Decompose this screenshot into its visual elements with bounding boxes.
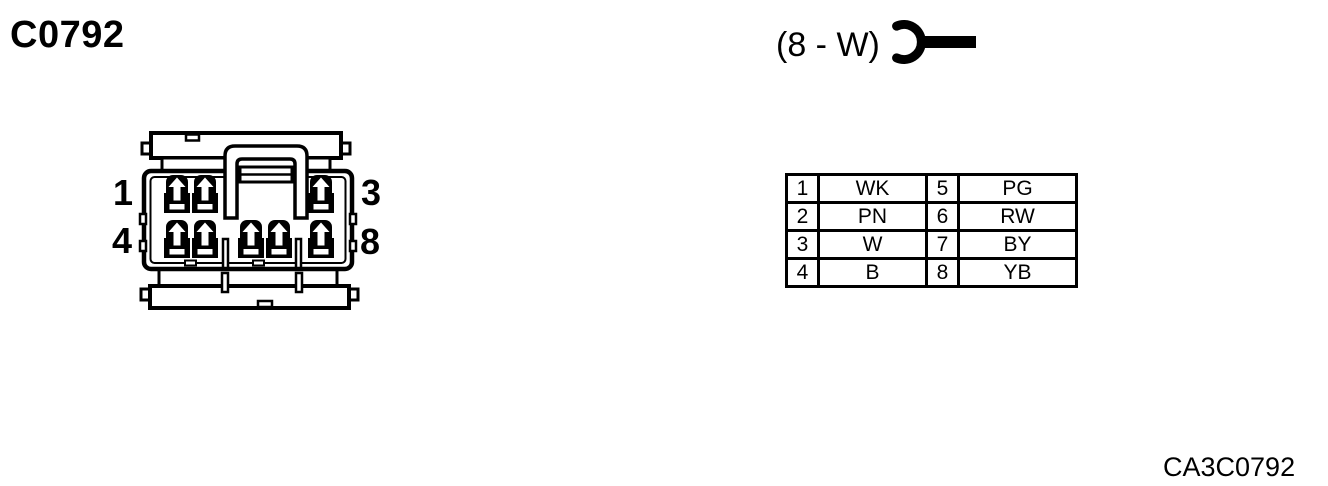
terminal-pin-4 bbox=[164, 220, 190, 258]
terminal-pin-5 bbox=[192, 220, 218, 258]
wire-color-cell: RW bbox=[957, 201, 1078, 232]
connector-face-diagram: 1 3 4 8 bbox=[112, 131, 381, 310]
table-row: 1 WK 5 PG bbox=[785, 173, 1078, 204]
cavity-divider bbox=[294, 237, 303, 270]
pin-number-cell: 2 bbox=[785, 201, 820, 232]
cavity-divider bbox=[221, 237, 230, 270]
page-title: C0792 bbox=[10, 14, 125, 56]
pin-label-top-right: 3 bbox=[361, 172, 381, 213]
wire-color-cell: PG bbox=[957, 173, 1078, 204]
terminal-pin-8 bbox=[308, 220, 334, 258]
terminal-pin-2 bbox=[192, 175, 218, 213]
pin-number-cell: 7 bbox=[925, 229, 960, 260]
connector-pin-count-label: (8 - W) bbox=[776, 26, 880, 64]
table-row: 3 W 7 BY bbox=[785, 229, 1078, 260]
pin-number-cell: 8 bbox=[925, 257, 960, 288]
pin-label-top-left: 1 bbox=[113, 172, 133, 213]
pin-number-cell: 5 bbox=[925, 173, 960, 204]
pin-label-bottom-left: 4 bbox=[112, 220, 132, 261]
figure-code: CA3C0792 bbox=[1163, 452, 1296, 482]
terminal-pin-3 bbox=[308, 175, 334, 213]
wire-color-cell: PN bbox=[817, 201, 928, 232]
female-harness-connector-icon bbox=[892, 20, 976, 64]
terminal-pin-6 bbox=[238, 220, 264, 258]
wire-color-cell: W bbox=[817, 229, 928, 260]
connector-bottom-flange bbox=[139, 267, 360, 310]
wire-color-cell: BY bbox=[957, 229, 1078, 260]
wire-color-cell: WK bbox=[817, 173, 928, 204]
pin-number-cell: 1 bbox=[785, 173, 820, 204]
connector-latch bbox=[223, 144, 309, 220]
terminal-pin-7 bbox=[266, 220, 292, 258]
table-row: 2 PN 6 RW bbox=[785, 201, 1078, 232]
wire-color-cell: YB bbox=[957, 257, 1078, 288]
terminal-pin-1 bbox=[164, 175, 190, 213]
wire-color-cell: B bbox=[817, 257, 928, 288]
pin-wire-table: 1 WK 5 PG 2 PN 6 RW 3 W 7 BY 4 B 8 YB bbox=[785, 173, 1078, 288]
pin-label-bottom-right: 8 bbox=[360, 221, 380, 262]
pin-wire-table-container: 1 WK 5 PG 2 PN 6 RW 3 W 7 BY 4 B 8 YB bbox=[785, 173, 1078, 288]
pin-number-cell: 6 bbox=[925, 201, 960, 232]
pin-number-cell: 3 bbox=[785, 229, 820, 260]
pin-number-cell: 4 bbox=[785, 257, 820, 288]
table-row: 4 B 8 YB bbox=[785, 257, 1078, 288]
